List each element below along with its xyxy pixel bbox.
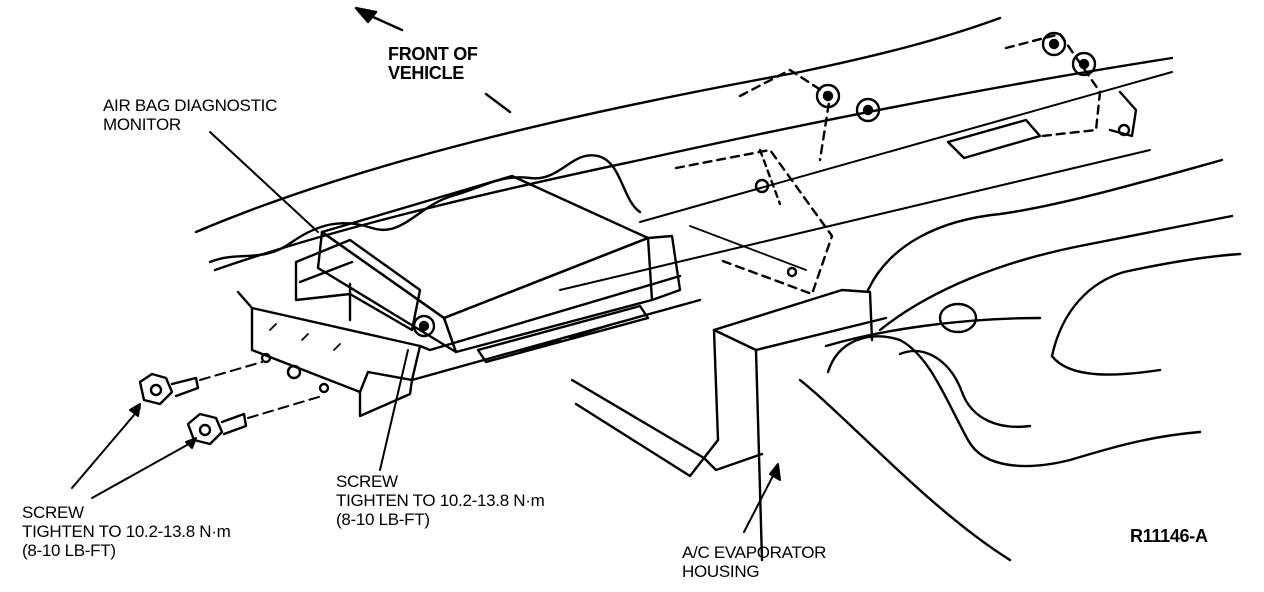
screw-upper-left bbox=[138, 361, 263, 406]
diagnostic-monitor-label: AIR BAG DIAGNOSTIC MONITOR bbox=[103, 96, 277, 134]
screw-center-label: SCREW TIGHTEN TO 10.2-13.8 N·m (8-10 LB-… bbox=[336, 472, 545, 529]
front-direction-arrow bbox=[354, 6, 512, 114]
screw-center-line-1: SCREW bbox=[336, 472, 398, 491]
screw-center-line-2: TIGHTEN TO 10.2-13.8 N·m bbox=[336, 491, 545, 510]
diagnostic-monitor-line-2: MONITOR bbox=[103, 115, 181, 134]
front-of-vehicle-line-1: FRONT OF bbox=[388, 44, 478, 64]
diagnostic-monitor-line-1: AIR BAG DIAGNOSTIC bbox=[103, 96, 278, 115]
evaporator-housing-line-1: A/C EVAPORATOR bbox=[682, 543, 827, 562]
instrument-panel-frame bbox=[194, 16, 1174, 291]
screws-left-line-1: SCREW bbox=[22, 503, 84, 522]
screws-left-label: SCREW TIGHTEN TO 10.2-13.8 N·m (8-10 LB-… bbox=[22, 503, 231, 560]
evaporator-housing bbox=[570, 158, 1242, 562]
screw-lower-left bbox=[186, 395, 323, 446]
front-of-vehicle-label: FRONT OF VEHICLE bbox=[388, 45, 478, 83]
upper-brackets bbox=[674, 31, 1138, 296]
evaporator-housing-line-2: HOUSING bbox=[682, 562, 760, 581]
screws-left-line-2: TIGHTEN TO 10.2-13.8 N·m bbox=[22, 522, 231, 541]
leader-lines bbox=[71, 131, 781, 533]
figure-id-label: R11146-A bbox=[1130, 526, 1208, 546]
screw-center-line-3: (8-10 LB-FT) bbox=[336, 510, 430, 529]
front-of-vehicle-line-2: VEHICLE bbox=[388, 63, 464, 83]
evaporator-housing-label: A/C EVAPORATOR HOUSING bbox=[682, 543, 826, 581]
diagnostic-monitor-module bbox=[294, 174, 682, 364]
mounting-bracket bbox=[236, 274, 702, 418]
screws-left-line-3: (8-10 LB-FT) bbox=[22, 541, 116, 560]
